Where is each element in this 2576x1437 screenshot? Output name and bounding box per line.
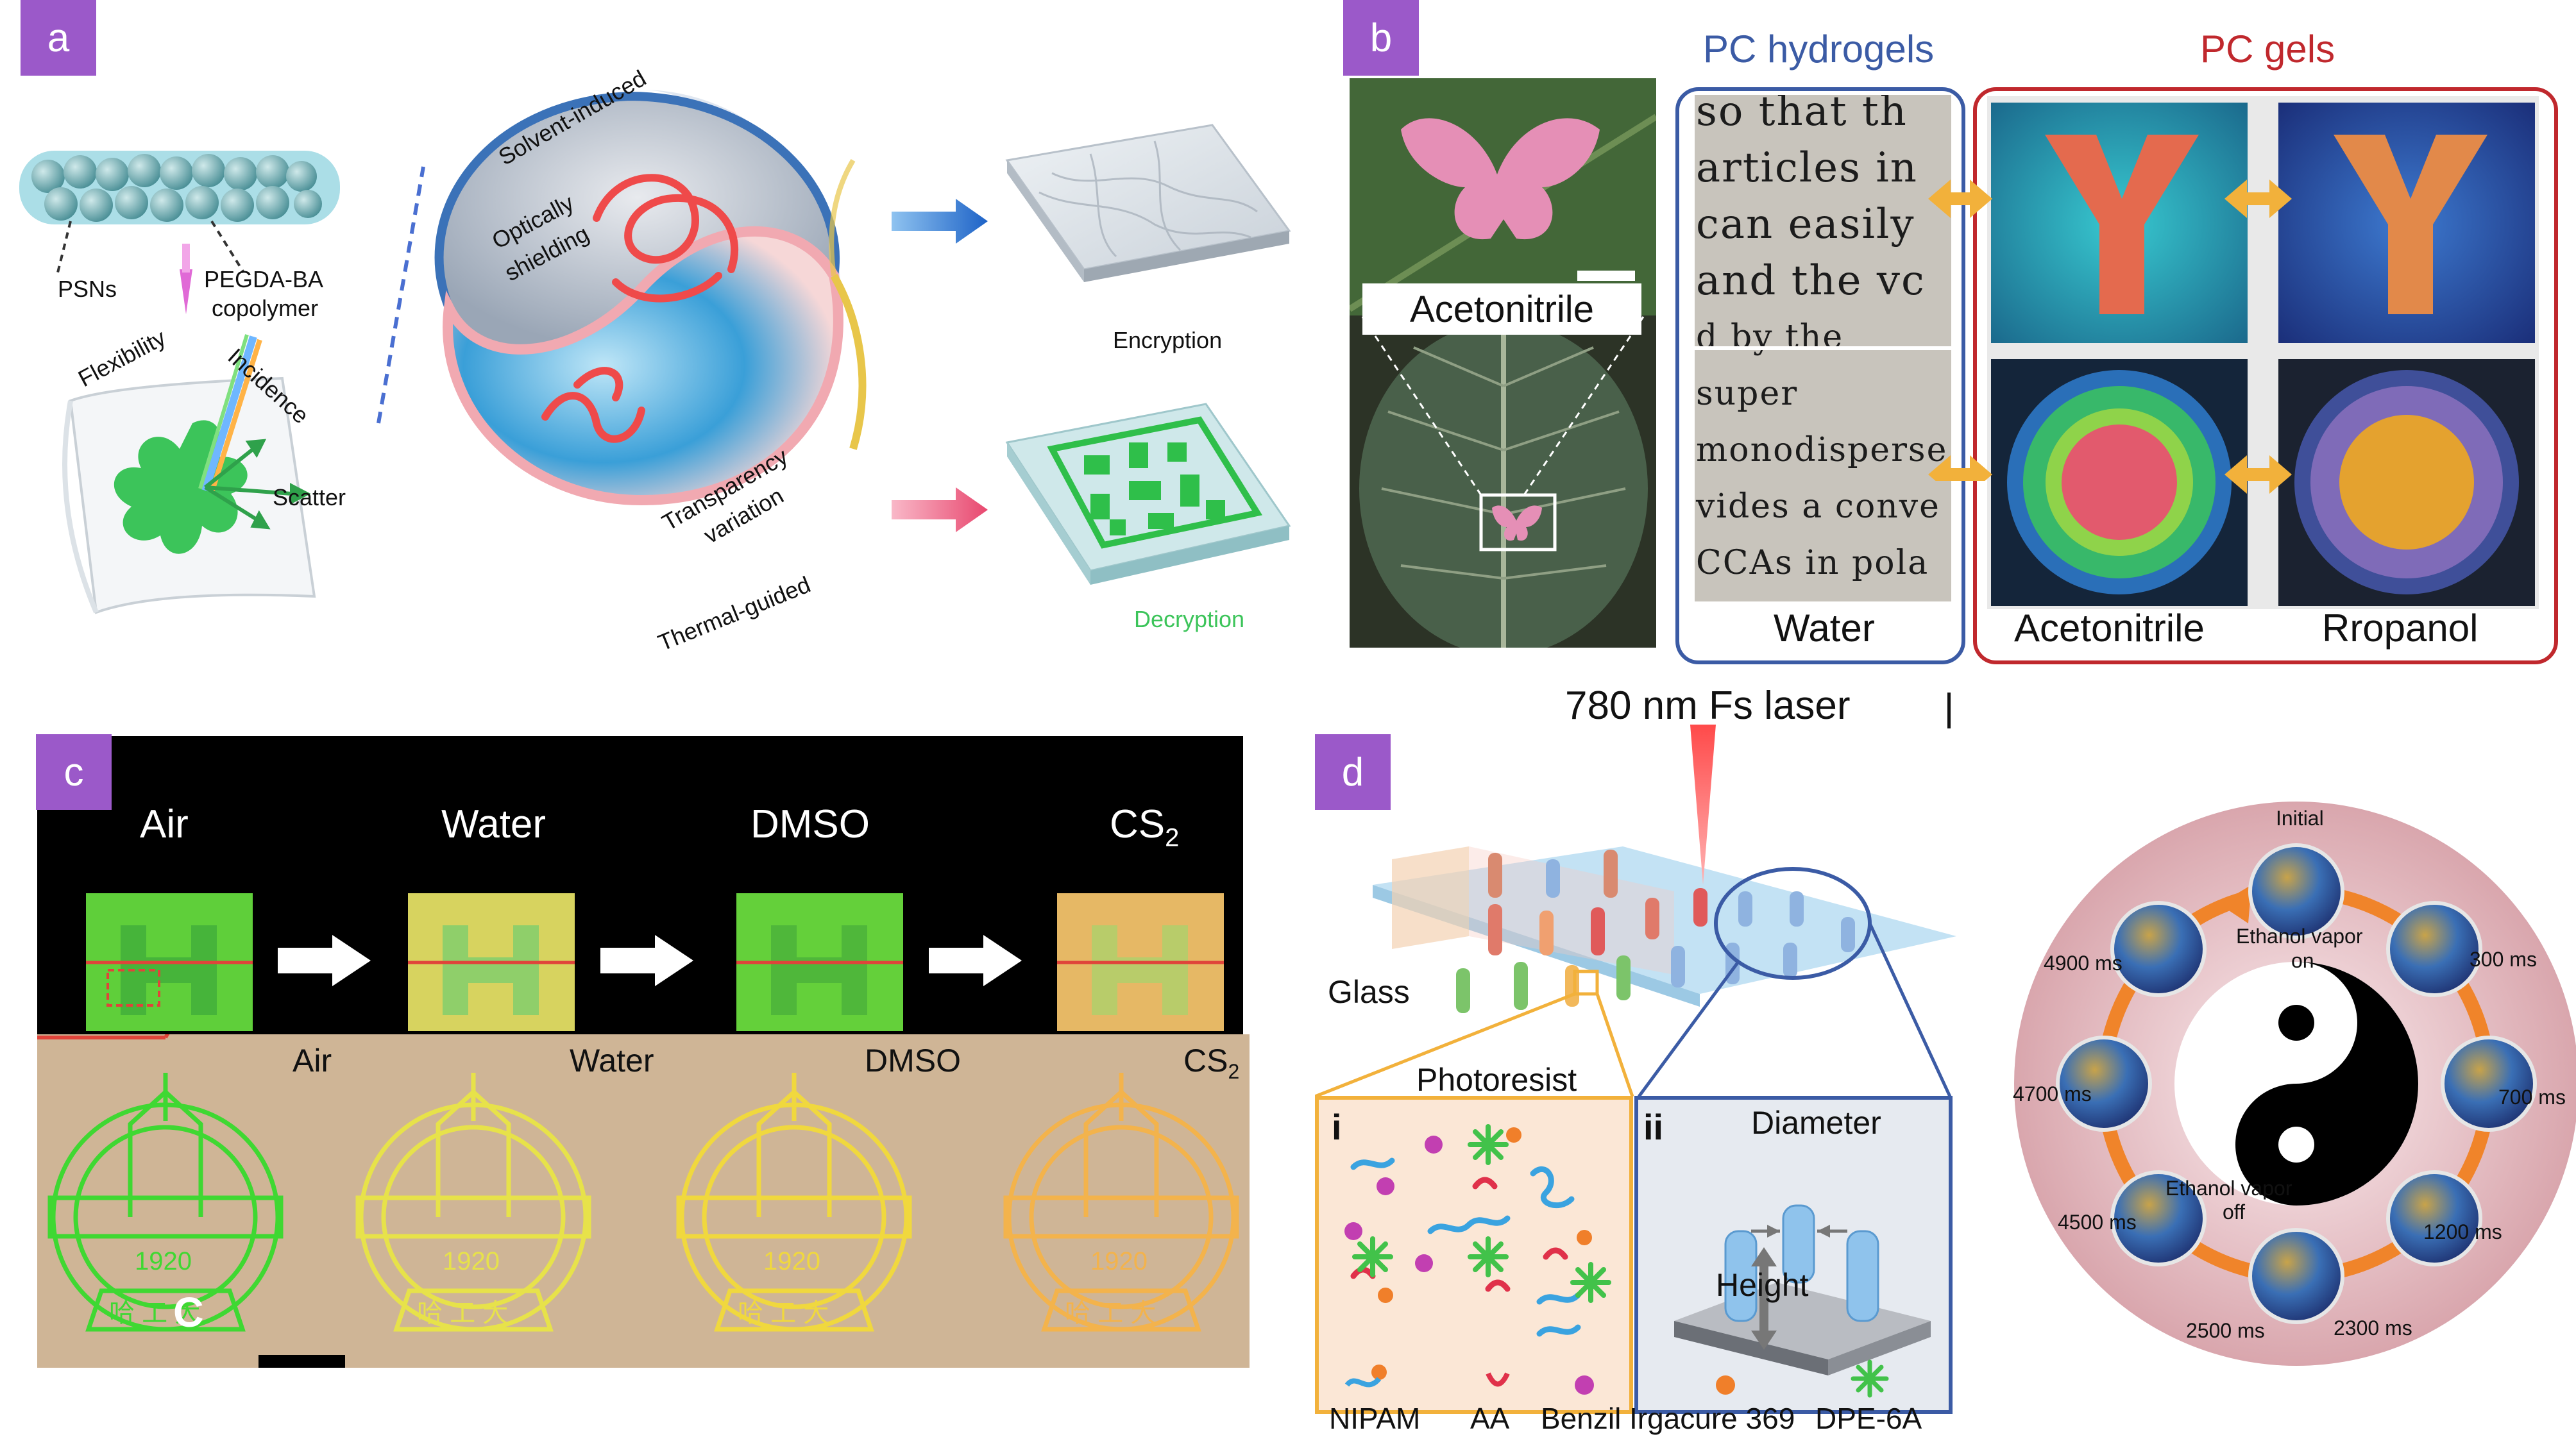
emblem-year-cs2: 1920 <box>1090 1247 1148 1275</box>
irgacure-icon <box>1716 1375 1735 1395</box>
panel-d-tag: d <box>1315 734 1391 810</box>
cycle-time-300: 300 ms <box>2470 948 2537 971</box>
emblem-year-air: 1920 <box>135 1247 192 1275</box>
emblem-chars-air: 哈 工 大 <box>109 1299 201 1327</box>
text-line: monodisperse <box>1696 431 1948 469</box>
label-glass: Glass <box>1328 974 1410 1010</box>
cycle-vapor-off-1: Ethanol vapor <box>2165 1177 2292 1200</box>
legend-nipam: NIPAM <box>1329 1402 1421 1435</box>
cycle-time-2300: 2300 ms <box>2334 1316 2412 1340</box>
cursor-mark <box>1947 693 1951 728</box>
leaf-photo: Acetonitrile <box>1350 78 1656 648</box>
text-line: vides a conve <box>1696 487 1940 526</box>
label-rropanol: Rropanol <box>2322 607 2479 650</box>
label-copolymer-2: copolymer <box>212 295 319 321</box>
cycle-time-2500: 2500 ms <box>2186 1319 2265 1342</box>
cycle-vapor-on-2: on <box>2291 949 2314 972</box>
nipam-icon <box>1344 1377 1382 1388</box>
emblem-label-cs2: CS2 <box>1183 1042 1239 1084</box>
label-psns: PSNs <box>58 276 117 302</box>
encryption-slab <box>1005 124 1291 282</box>
text-line: so that th <box>1696 95 1908 135</box>
text-line: can easily <box>1696 201 1915 248</box>
label-acetonitrile-leaf: Acetonitrile <box>1410 288 1594 330</box>
title-pc-hydrogels: PC hydrogels <box>1703 28 1935 71</box>
divider <box>1695 346 1951 350</box>
emblem-year-water: 1920 <box>443 1247 500 1275</box>
cycle-time-4500: 4500 ms <box>2058 1211 2137 1234</box>
emblem-chars-cs2: 哈 工 大 <box>1065 1299 1157 1327</box>
text-line: articles in <box>1696 144 1918 192</box>
emblem-row <box>37 1034 1250 1368</box>
emblem-chars-dmso: 哈 工 大 <box>738 1299 829 1327</box>
benzil-icon <box>1575 1375 1594 1395</box>
label-photoresist: Photoresist <box>1416 1062 1577 1098</box>
flexible-film <box>62 334 316 614</box>
panel-c-tag: c <box>36 734 112 810</box>
emblem-label-water: Water <box>570 1043 654 1079</box>
panel-a-tag: a <box>21 0 96 76</box>
medium-cs2: CS2 <box>1110 802 1179 852</box>
aa-icon <box>1486 1372 1510 1387</box>
cycle-vapor-on-1: Ethanol vapor <box>2236 925 2363 948</box>
cycle-time-4700: 4700 ms <box>2013 1082 2092 1105</box>
media-header <box>37 736 1243 887</box>
legend-icons <box>1344 1359 1889 1398</box>
cycle-initial: Initial <box>2276 807 2324 830</box>
legend-dpe6a: DPE-6A <box>1815 1402 1922 1435</box>
text-line: e and mutually <box>1696 591 1951 601</box>
laser-setup-diagram <box>1315 725 1956 1414</box>
decryption-slab <box>1005 403 1291 585</box>
hydrogels-frame <box>1675 87 1965 664</box>
emblem-strokes <box>47 1073 1239 1368</box>
cycle-disc <box>2014 802 2576 1366</box>
emblem-label-dmso: DMSO <box>865 1043 961 1079</box>
pc-gel-photos <box>1987 96 2539 609</box>
label-copolymer-1: PEGDA-BA <box>204 266 324 292</box>
medium-air: Air <box>140 802 189 846</box>
cycle-time-700: 700 ms <box>2498 1086 2566 1109</box>
emblem-label-air: Air <box>292 1043 332 1079</box>
emblem-year-dmso: 1920 <box>763 1247 820 1275</box>
panel-b-tag: b <box>1343 0 1419 76</box>
label-roman-ii: ii <box>1643 1107 1664 1147</box>
label-decryption: Decryption <box>1134 606 1245 632</box>
text-line: d by the super <box>1696 318 1844 413</box>
cycle-time-1200: 1200 ms <box>2423 1220 2502 1243</box>
title-pc-gels: PC gels <box>2200 28 2335 71</box>
panel-a-illustration <box>19 90 1291 614</box>
gel-arrows-left <box>1928 180 1992 481</box>
text-line: CCAs in pola <box>1696 544 1929 582</box>
legend-irgacure: Irgacure 369 <box>1629 1402 1795 1435</box>
medium-dmso: DMSO <box>750 802 870 846</box>
gels-frame <box>1973 87 2558 664</box>
emblem-cs2-sub: 2 <box>1228 1060 1240 1083</box>
emblem-chars-water: 哈 工 大 <box>417 1299 509 1327</box>
medium-cs2-text: CS <box>1110 802 1165 846</box>
label-diameter: Diameter <box>1751 1105 1881 1141</box>
medium-cs2-sub: 2 <box>1165 823 1180 852</box>
legend-aa: AA <box>1470 1402 1510 1435</box>
label-acetonitrile-b: Acetonitrile <box>2014 607 2205 650</box>
hydrogel-text-lines: so that th articles in can easily and th… <box>1696 95 1951 601</box>
swatch-row <box>37 887 1243 1034</box>
text-line: and the vc <box>1696 257 1926 305</box>
letter-c: C <box>173 1288 204 1336</box>
label-scatter: Scatter <box>273 484 346 510</box>
blue-arrow <box>892 199 988 244</box>
legend-benzil: Benzil <box>1541 1402 1622 1435</box>
label-laser: 780 nm Fs laser <box>1565 684 1851 728</box>
pink-arrow <box>892 487 988 532</box>
psn-cylinder <box>19 151 340 314</box>
cycle-time-4900: 4900 ms <box>2044 952 2123 975</box>
medium-water: Water <box>441 802 547 846</box>
label-water-b: Water <box>1774 607 1875 650</box>
yin-yang-graphic <box>434 90 867 506</box>
cycle-vapor-off-2: off <box>2223 1200 2245 1223</box>
emblem-cs2-text: CS <box>1183 1043 1228 1079</box>
dpe-6a-icon <box>1851 1359 1889 1398</box>
label-encryption: Encryption <box>1113 327 1223 353</box>
label-roman-i: i <box>1332 1107 1342 1147</box>
label-height: Height <box>1716 1267 1809 1303</box>
